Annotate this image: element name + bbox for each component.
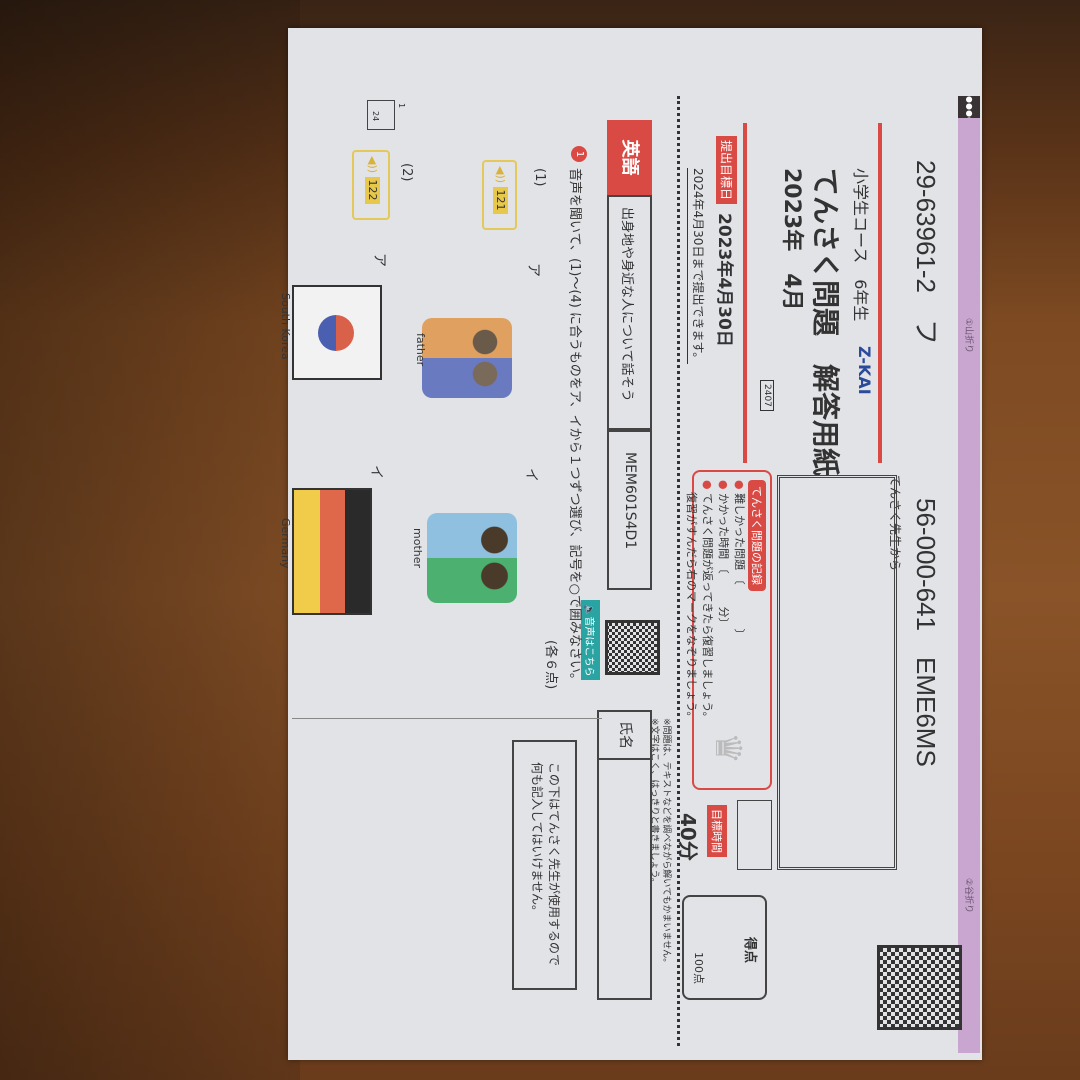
course: 小学生コース 6年生 xyxy=(851,168,870,322)
speaker-icon: ◀)) xyxy=(494,166,507,184)
page-score-max: 24 xyxy=(371,111,380,122)
track-number: 121 xyxy=(493,186,508,214)
marker-dots: ●●●●●● xyxy=(958,96,980,138)
reserved-line-2: 何も記入してはいけません。 xyxy=(530,762,544,918)
record-box: てんさく問題の記録 ● 難しかった問題 〔 〕 ● かかった時間 〔 分〕 ● … xyxy=(685,470,772,790)
student-code: 29-63961-2 フ xyxy=(911,160,941,345)
zkai-logo: Z-KAI xyxy=(855,346,874,395)
taegeuk-symbol xyxy=(318,315,354,351)
germany-flag xyxy=(292,488,372,615)
record-title: てんさく問題の記録 xyxy=(748,480,766,591)
record-note-1: てんさく問題が返ってきたら復習しましょう。 xyxy=(701,493,714,723)
option-b-caption: Germany xyxy=(279,518,292,569)
south-korea-flag xyxy=(292,285,382,380)
due-date: 2023年4月30日 xyxy=(714,213,734,347)
due-badge: 提出目標日 xyxy=(716,136,737,205)
page-score-box: 1 24 xyxy=(367,100,406,130)
page-score-number: 1 xyxy=(397,103,406,109)
record-note-2: 復習がすんだら右のマークをなぞりましょう。 xyxy=(685,492,698,723)
unit-code: MEM601S4D1 xyxy=(607,430,652,590)
question-text: 音声を聞いて、(1)～(4) に合うものをア、イから１つずつ選び、記号を○で囲み… xyxy=(567,168,582,686)
record-item-2: かかった時間 xyxy=(717,493,730,560)
reserved-line-1: この下はてんさく先生が使用するので xyxy=(547,762,561,967)
header-rule-bottom xyxy=(743,123,747,463)
audio-track-122[interactable]: ◀)) 122 xyxy=(352,150,390,220)
qr-code[interactable] xyxy=(877,945,962,1030)
teacher-comment-box xyxy=(777,475,897,870)
form-code: 56-000-641 EME6MS xyxy=(911,498,941,767)
header-rule-top xyxy=(878,123,882,463)
item-2-label: (2) xyxy=(399,163,414,182)
unit-title: 出身地や身近な人について話そう xyxy=(607,195,652,430)
sheet-title: てんさく問題 解答用紙 xyxy=(809,168,842,477)
option-a-caption: father xyxy=(414,333,427,367)
column-divider xyxy=(292,718,602,719)
crown-icon[interactable]: ♛ xyxy=(707,732,748,765)
due-note: 2024年4月30日まで提出できます。 xyxy=(687,168,707,365)
shadow xyxy=(0,0,300,1080)
option-a[interactable]: ア xyxy=(371,253,387,267)
option-b[interactable]: イ xyxy=(523,468,539,482)
fold-strip: ①山折り ②谷折り xyxy=(958,118,980,1053)
name-field[interactable]: 氏名 xyxy=(597,710,652,1000)
option-b[interactable]: イ xyxy=(368,465,384,479)
score-box: 得点 100点 xyxy=(682,895,767,1000)
fold-label-1: ①山折り xyxy=(963,318,973,354)
note-1: ※問題は、テキストなどを調べながら解いてもかまいません。 xyxy=(661,718,671,968)
name-label: 氏名 xyxy=(599,712,650,760)
audio-track-121[interactable]: ◀)) 121 xyxy=(482,160,517,230)
fold-label-2: ②谷折り xyxy=(963,878,973,914)
mother-illustration xyxy=(427,513,517,603)
record-item-1-value[interactable]: 〔 〕 xyxy=(733,573,746,640)
track-number: 122 xyxy=(365,176,380,204)
option-b-caption: mother xyxy=(411,528,424,569)
speaker-icon: ◀)) xyxy=(366,156,379,174)
dotted-divider xyxy=(677,96,680,1046)
record-item-1: 難しかった問題 xyxy=(733,493,746,571)
option-a[interactable]: ア xyxy=(525,263,541,277)
target-badge: 目標時間 xyxy=(707,805,727,857)
stamp-box xyxy=(737,800,772,870)
answer-sheet: ●●●●●● ①山折り ②谷折り 29-63961-2 フ 56-000-641… xyxy=(279,28,982,1060)
item-1-label: (1) xyxy=(532,168,547,187)
sheet-month: 2023年 4月 xyxy=(779,168,804,311)
father-illustration xyxy=(422,318,512,398)
score-label: 得点 xyxy=(742,937,757,964)
sheet-number: 2407 xyxy=(760,380,774,411)
option-a-caption: South Korea xyxy=(279,293,292,360)
reserved-box: この下はてんさく先生が使用するので 何も記入してはいけません。 xyxy=(512,740,577,990)
audio-qr-code[interactable] xyxy=(605,620,660,675)
record-item-2-value[interactable]: 〔 分〕 xyxy=(717,562,730,629)
subject-label: 英語 xyxy=(607,120,652,195)
score-max: 100点 xyxy=(692,952,705,984)
question-number: 1 xyxy=(571,146,587,162)
question-points: (各６点) xyxy=(543,640,558,690)
